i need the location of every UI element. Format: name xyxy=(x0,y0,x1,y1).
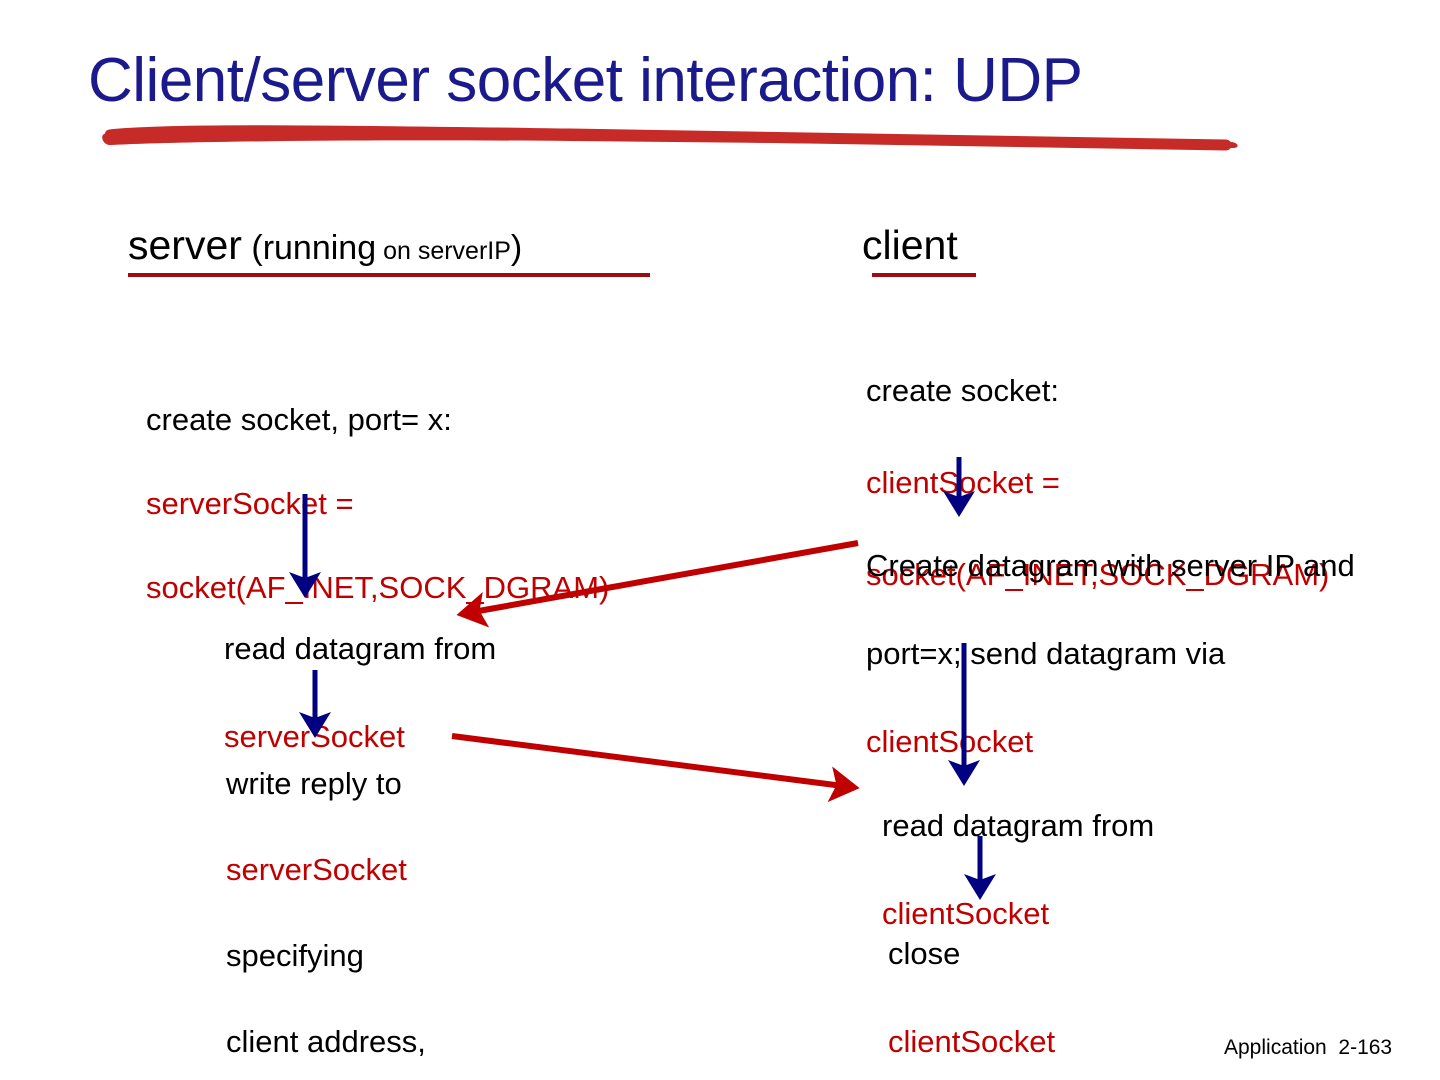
client-read-line-1: read datagram from xyxy=(882,808,1155,843)
client-step-create-socket: create socket: clientSocket = socket(AF_… xyxy=(866,322,1329,644)
client-close-line-1: close xyxy=(888,936,961,971)
client-read-line-2: clientSocket xyxy=(882,896,1050,931)
server-heading-paren-open: (running xyxy=(241,229,377,267)
server-write-line-4: client address, xyxy=(226,1024,426,1059)
client-send-line-2: port=x; send datagram via xyxy=(866,636,1226,671)
reply-server-to-client-arrow xyxy=(451,733,860,803)
client-heading-underline xyxy=(872,273,976,277)
client-heading-main: client xyxy=(862,222,958,268)
server-write-line-3: specifying xyxy=(226,938,364,973)
client-close-line-2: clientSocket xyxy=(888,1024,1056,1059)
page-title: Client/server socket interaction: UDP xyxy=(88,46,1083,115)
client-create-line-3: socket(AF_INET,SOCK_DGRAM) xyxy=(866,557,1330,592)
client-send-line-3: clientSocket xyxy=(866,724,1034,759)
server-create-line-2: serverSocket = xyxy=(146,486,354,521)
server-step-write-reply: write reply to serverSocket specifying c… xyxy=(226,719,426,1080)
server-read-line-1: read datagram from xyxy=(224,631,497,666)
server-column-heading: server (running on serverIP) xyxy=(128,222,522,269)
server-heading-paren-close: ) xyxy=(510,229,523,267)
client-step-close-socket: close clientSocket xyxy=(888,888,1055,1080)
client-column-heading: client xyxy=(862,222,958,269)
client-step-read-datagram: read datagram from clientSocket xyxy=(882,760,1154,980)
server-heading-underline xyxy=(128,273,650,277)
server-write-line-2: serverSocket xyxy=(226,852,407,887)
server-create-line-1: create socket, port= x: xyxy=(146,402,452,437)
server-write-line-1: write reply to xyxy=(226,766,402,801)
server-heading-small: on serverIP xyxy=(376,237,511,265)
client-step-create-datagram: Create datagram with server IP and port=… xyxy=(866,500,1355,808)
server-heading-main: server xyxy=(128,222,242,268)
client-create-line-1: create socket: xyxy=(866,373,1059,408)
title-brush-underline xyxy=(102,125,1238,151)
client-send-line-1: Create datagram with server IP and xyxy=(866,548,1355,583)
slide-footer: Application 2-163 xyxy=(1224,1036,1393,1059)
